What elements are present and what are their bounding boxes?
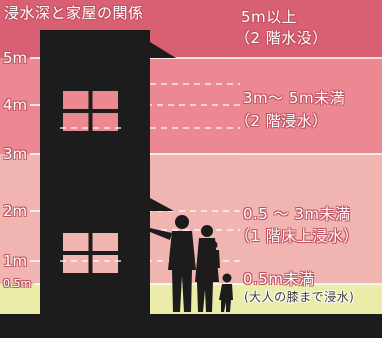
diagram-title: 浸水深と家屋の関係 [4,4,144,22]
band-desc-5m-plus: （2 階水没） [235,29,328,47]
ground [0,314,382,338]
band-label-5m-plus: 5m以上 [241,8,298,26]
family-silhouette [150,215,233,312]
tick-label-5m: 5m [3,49,28,67]
tick-label-4m: 4m [3,96,28,114]
tick-label-1m: 1m [3,252,28,270]
window-upper [60,91,121,131]
window-lower [60,233,121,273]
tick-label-05m: 0.5m [3,277,32,290]
band-label-3m-5m: 3m〜 5m未満 [243,89,346,107]
band-label-under-05m: 0.5m未満 [243,270,315,288]
band-desc-3m-5m: （2 階浸水） [235,112,328,130]
band-desc-05m-3m: （1 階床上浸水） [235,227,359,245]
band-desc-under-05m: (大人の膝まで浸水) [244,290,355,304]
tick-label-2m: 2m [3,202,28,220]
house-silhouette [40,30,176,314]
band-label-05m-3m: 0.5 〜 3m未満 [243,205,351,223]
depth-ticks [30,57,40,285]
tick-label-3m: 3m [3,145,28,163]
